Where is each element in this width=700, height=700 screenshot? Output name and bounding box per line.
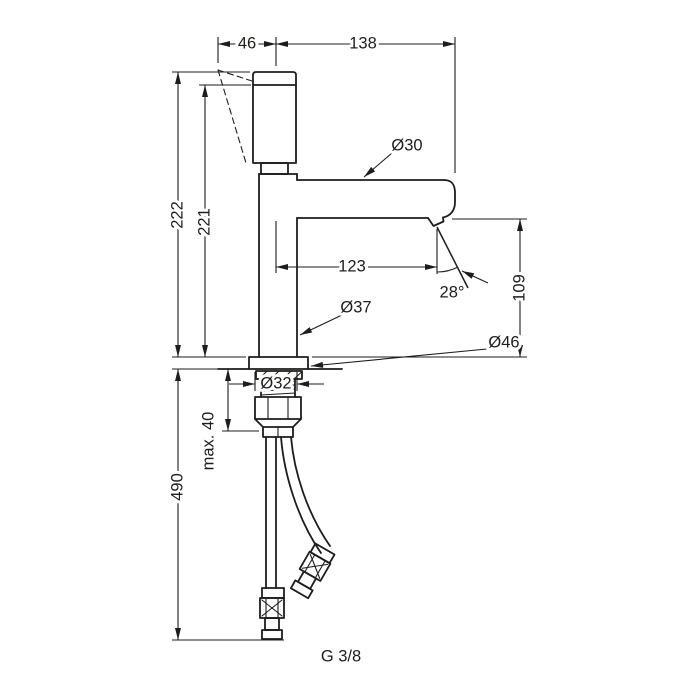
dim-height-221: 221 bbox=[192, 84, 251, 357]
dim-outlet-offset: 123 bbox=[275, 221, 438, 278]
dim-label-490: 490 bbox=[168, 473, 186, 501]
base-flange bbox=[248, 356, 309, 370]
dim-label-max40: max. 40 bbox=[199, 412, 217, 471]
handle-tilted-dashed bbox=[217, 69, 253, 164]
shank-threads bbox=[260, 380, 296, 396]
hose-angled bbox=[280, 436, 336, 600]
faucet-outline bbox=[217, 69, 456, 640]
dim-spout-diameter: Ø30 bbox=[363, 133, 426, 178]
spout-outlet bbox=[427, 216, 445, 227]
dim-hole-diameter: Ø32 bbox=[229, 371, 324, 395]
faucet-body bbox=[258, 173, 298, 358]
mounting-nut bbox=[254, 396, 302, 420]
dim-body-diameter: Ø37 bbox=[299, 295, 375, 336]
dim-total-height: 222 bbox=[165, 71, 250, 358]
dim-label-222: 222 bbox=[168, 201, 186, 229]
faucet-handle bbox=[252, 71, 297, 175]
dim-base-diameter: Ø46 bbox=[310, 330, 523, 368]
dim-outlet-height: 109 bbox=[312, 218, 531, 358]
washer-hatch bbox=[258, 370, 302, 380]
dim-label-46: 46 bbox=[238, 34, 256, 52]
dimensions: 46 138 222 221 109 bbox=[165, 31, 531, 668]
angle-arc bbox=[436, 266, 459, 273]
dim-label-138: 138 bbox=[349, 34, 377, 52]
dim-label-d32: Ø32 bbox=[260, 374, 291, 392]
dim-label-d37: Ø37 bbox=[340, 298, 371, 316]
below-deck-assembly bbox=[254, 370, 336, 640]
dim-spout-reach: 138 bbox=[276, 31, 456, 173]
dim-label-109: 109 bbox=[510, 274, 528, 302]
dim-max-thickness: max. 40 bbox=[196, 369, 259, 473]
thread-size-label: G 3/8 bbox=[321, 647, 361, 665]
dim-stream-angle: 28° bbox=[436, 226, 489, 304]
handle-joint bbox=[260, 162, 289, 175]
dim-label-221: 221 bbox=[195, 208, 213, 236]
water-stream-line bbox=[436, 226, 469, 289]
dim-handle-offset: 46 bbox=[217, 31, 277, 66]
dim-label-123: 123 bbox=[338, 257, 366, 275]
hose-connector-angled bbox=[289, 542, 336, 600]
dim-label-28deg: 28° bbox=[440, 283, 465, 301]
dim-label-d30: Ø30 bbox=[391, 136, 422, 154]
faucet-spout bbox=[296, 179, 456, 227]
dim-hose-length: 490 bbox=[165, 368, 284, 641]
hose-straight bbox=[259, 436, 285, 640]
dim-label-d46: Ø46 bbox=[488, 333, 519, 351]
